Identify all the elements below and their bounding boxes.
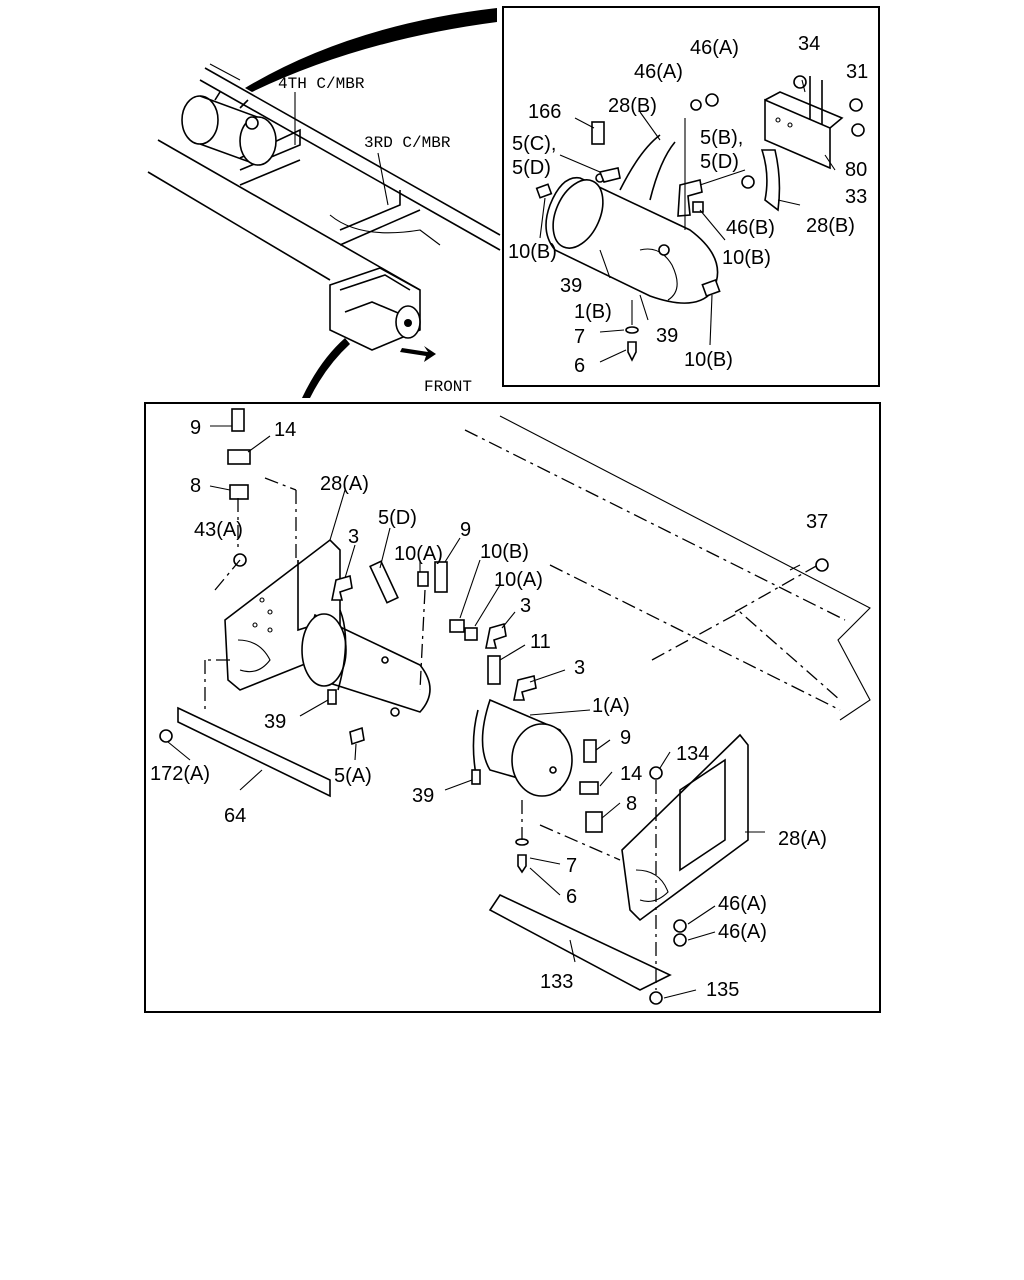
callout-m5d: 5(D): [378, 507, 417, 529]
callout-m28a2: 28(A): [778, 828, 827, 850]
callout-m14b: 14: [620, 763, 642, 785]
callout-d33: 33: [845, 186, 867, 208]
callout-m10b: 10(B): [480, 541, 529, 563]
callout-m3b: 3: [520, 595, 531, 617]
chassis-overview: 4TH C/MBR 3RD C/MBR FRONT: [147, 8, 501, 398]
callout-d1b: 1(B): [574, 301, 612, 323]
callout-d34: 34: [798, 33, 820, 55]
frame-side-rails: [147, 63, 501, 291]
callout-d80: 80: [845, 159, 867, 181]
callout-d5d2: 5(D): [700, 151, 739, 173]
callout-d46a1: 46(A): [690, 37, 739, 59]
callout-d5b: 5(B),: [700, 127, 743, 149]
callout-d5d1: 5(D): [512, 157, 551, 179]
main-air-tank-right: [472, 698, 573, 797]
callout-d7: 7: [574, 326, 585, 348]
callout-m6: 6: [566, 886, 577, 908]
callout-d31: 31: [846, 61, 868, 83]
callout-d10b1: 10(B): [508, 241, 557, 263]
main-bracket-right: [621, 733, 749, 922]
main-fittings: [159, 408, 829, 1005]
callout-m8b: 8: [626, 793, 637, 815]
callout-m46a2: 46(A): [718, 921, 767, 943]
main-frame: [144, 402, 881, 1013]
overview-bracket-assembly: [329, 267, 421, 351]
callout-d39a: 39: [560, 275, 582, 297]
callout-m64: 64: [224, 805, 246, 827]
callout-m39b: 39: [412, 785, 434, 807]
detail-bracket-33: [764, 76, 844, 170]
detail-strap-28b: [760, 149, 781, 212]
main-air-tank-left: [301, 609, 431, 713]
detail-leader-lines: [539, 79, 836, 363]
callout-m7: 7: [566, 855, 577, 877]
detail-air-tank: [545, 173, 719, 304]
callout-m172a: 172(A): [150, 763, 210, 785]
callout-d5c: 5(C),: [512, 133, 556, 155]
callout-d28b1: 28(B): [608, 95, 657, 117]
detail-strap: [619, 134, 676, 201]
callout-m43a: 43(A): [194, 519, 243, 541]
callout-d46a2: 46(A): [634, 61, 683, 83]
callout-m28a1: 28(A): [320, 473, 369, 495]
callout-m9c: 9: [620, 727, 631, 749]
main-plate-133: [488, 893, 672, 991]
callout-m5a: 5(A): [334, 765, 372, 787]
callout-m1a: 1(A): [592, 695, 630, 717]
detail-frame: [502, 6, 880, 387]
callout-m11: 11: [530, 631, 551, 653]
callout-d39b: 39: [656, 325, 678, 347]
main-leader-lines: [167, 425, 801, 999]
callout-m39a: 39: [264, 711, 286, 733]
callout-m134: 134: [676, 743, 709, 765]
callout-m133: 133: [540, 971, 573, 993]
label-3rd-cross-member: 3RD C/MBR: [364, 134, 451, 152]
callout-m37: 37: [806, 511, 828, 533]
overview-air-tank: [181, 91, 277, 166]
callout-d10b3: 10(B): [684, 349, 733, 371]
callout-m3c: 3: [574, 657, 585, 679]
callout-m10a1: 10(A): [394, 543, 443, 565]
detail-fittings: [535, 75, 865, 362]
callout-d10b2: 10(B): [722, 247, 771, 269]
callout-m46a1: 46(A): [718, 893, 767, 915]
callout-m3a: 3: [348, 526, 359, 548]
main-frame-rail: [464, 415, 871, 721]
front-direction-arrow: [400, 346, 436, 362]
callout-d166: 166: [528, 101, 561, 123]
callout-m10a2: 10(A): [494, 569, 543, 591]
callout-d46b: 46(B): [726, 217, 775, 239]
detail-drawing: 46(A) 46(A) 34 31 166 28(B) 5(C), 5(D) 5…: [508, 33, 868, 377]
callout-m8a: 8: [190, 475, 201, 497]
callout-m9b: 9: [460, 519, 471, 541]
callout-m14a: 14: [274, 419, 296, 441]
label-4th-cross-member: 4TH C/MBR: [278, 75, 365, 93]
callout-m135: 135: [706, 979, 739, 1001]
callout-m9a: 9: [190, 417, 201, 439]
main-support-bar-64: [177, 706, 331, 798]
overview-to-detail-arrow: [245, 8, 497, 92]
label-front: FRONT: [424, 378, 472, 396]
overview-to-main-arrow: [302, 338, 350, 398]
main-drawing: 9 14 8 28(A) 43(A) 5(D) 3 9 10(A) 10(B) …: [150, 408, 871, 1005]
callout-d6: 6: [574, 355, 585, 377]
callout-d28b2: 28(B): [806, 215, 855, 237]
